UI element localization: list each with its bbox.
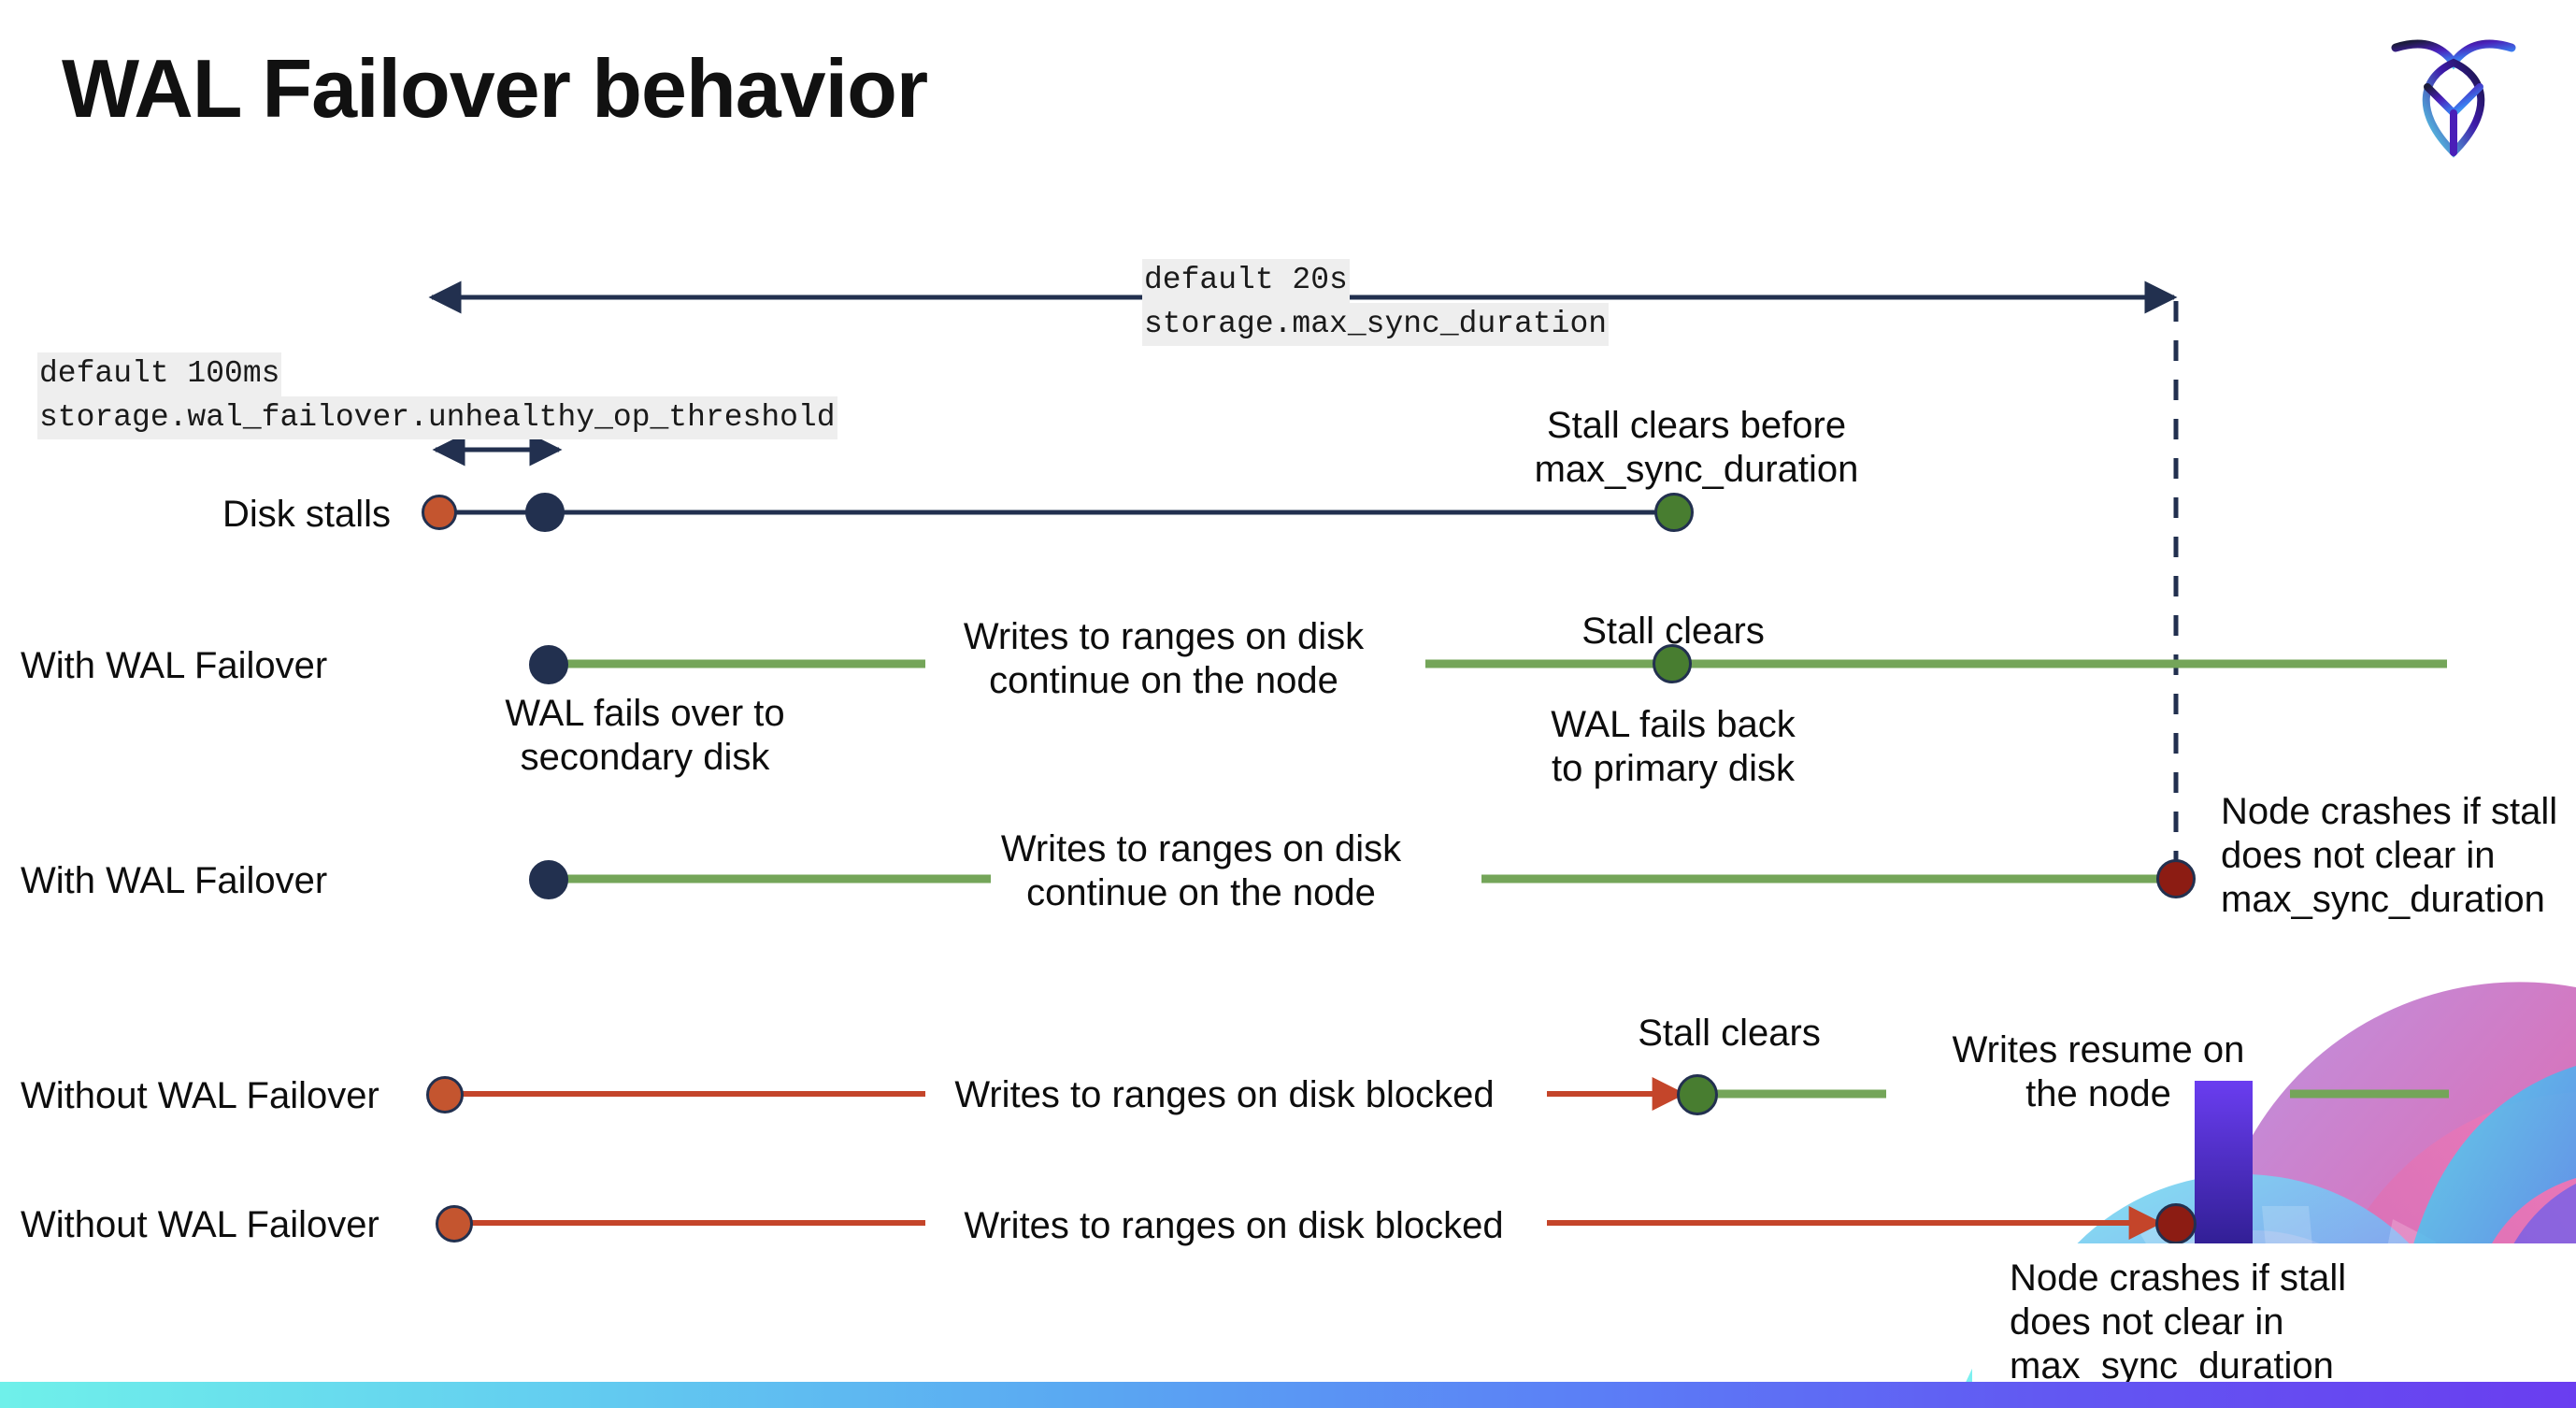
dot-failover-row2 — [529, 645, 568, 684]
note-writes-blocked-row4: Writes to ranges on disk blocked — [954, 1074, 1495, 1115]
note-stall-clears-before-max-sync: Stall clears before max_sync_duration — [1534, 405, 1859, 491]
note-writes-blocked-row5: Writes to ranges on disk blocked — [964, 1205, 1504, 1246]
note-writes-continue-row3: Writes to ranges on disk continue on the… — [1000, 828, 1402, 914]
note-node-crashes-row5: Node crashes if stall does not clear in … — [2010, 1257, 2347, 1387]
dot-node-crash-row3 — [2156, 859, 2196, 898]
row-label-with-wal-failover-2: With WAL Failover — [21, 860, 328, 901]
dot-stall-start-row5 — [436, 1205, 473, 1243]
row-label-disk-stalls: Disk stalls — [222, 494, 392, 535]
setting-unhealthy-op-threshold: default 100ms storage.wal_failover.unhea… — [37, 352, 837, 440]
dot-stall-start-row4 — [426, 1076, 464, 1113]
row-label-with-wal-failover-1: With WAL Failover — [21, 645, 328, 686]
dot-failover-disk-stalls — [525, 493, 565, 532]
dot-stall-clears-row4 — [1677, 1074, 1718, 1115]
row-label-without-wal-failover-2: Without WAL Failover — [21, 1204, 379, 1245]
setting-name-label: storage.max_sync_duration — [1142, 302, 1610, 347]
note-stall-clears-row2: Stall clears — [1581, 611, 1765, 652]
note-writes-continue-row2: Writes to ranges on disk continue on the… — [963, 616, 1365, 702]
dot-failover-row3 — [529, 860, 568, 899]
setting-name-label: storage.wal_failover.unhealthy_op_thresh… — [37, 395, 837, 440]
page-title: WAL Failover behavior — [62, 42, 928, 135]
dot-stall-clears-row2 — [1653, 644, 1692, 683]
note-stall-clears-row4: Stall clears — [1638, 1013, 1821, 1054]
cockroachdb-logo-icon — [2388, 23, 2519, 164]
bottom-gradient-bar — [0, 1382, 2576, 1408]
setting-max-sync-duration: default 20s storage.max_sync_duration — [1142, 259, 1610, 347]
note-node-crashes-row3: Node crashes if stall does not clear in … — [2221, 791, 2558, 921]
row-label-without-wal-failover-1: Without WAL Failover — [21, 1075, 379, 1116]
setting-default-label: default 20s — [1142, 259, 1350, 303]
note-wal-fails-over-secondary: WAL fails over to secondary disk — [505, 693, 785, 779]
dot-stall-clears-disk-stalls — [1654, 493, 1694, 532]
note-wal-fails-back-primary: WAL fails back to primary disk — [1551, 704, 1796, 790]
setting-default-label: default 100ms — [37, 352, 282, 396]
dot-node-crash-row5 — [2155, 1203, 2197, 1244]
note-writes-resume-row4: Writes resume on the node — [1952, 1029, 2245, 1115]
dot-stall-start-disk-stalls — [422, 495, 457, 530]
callout-node-crash: Node crashes if stall does not clear in … — [1972, 1243, 2576, 1408]
